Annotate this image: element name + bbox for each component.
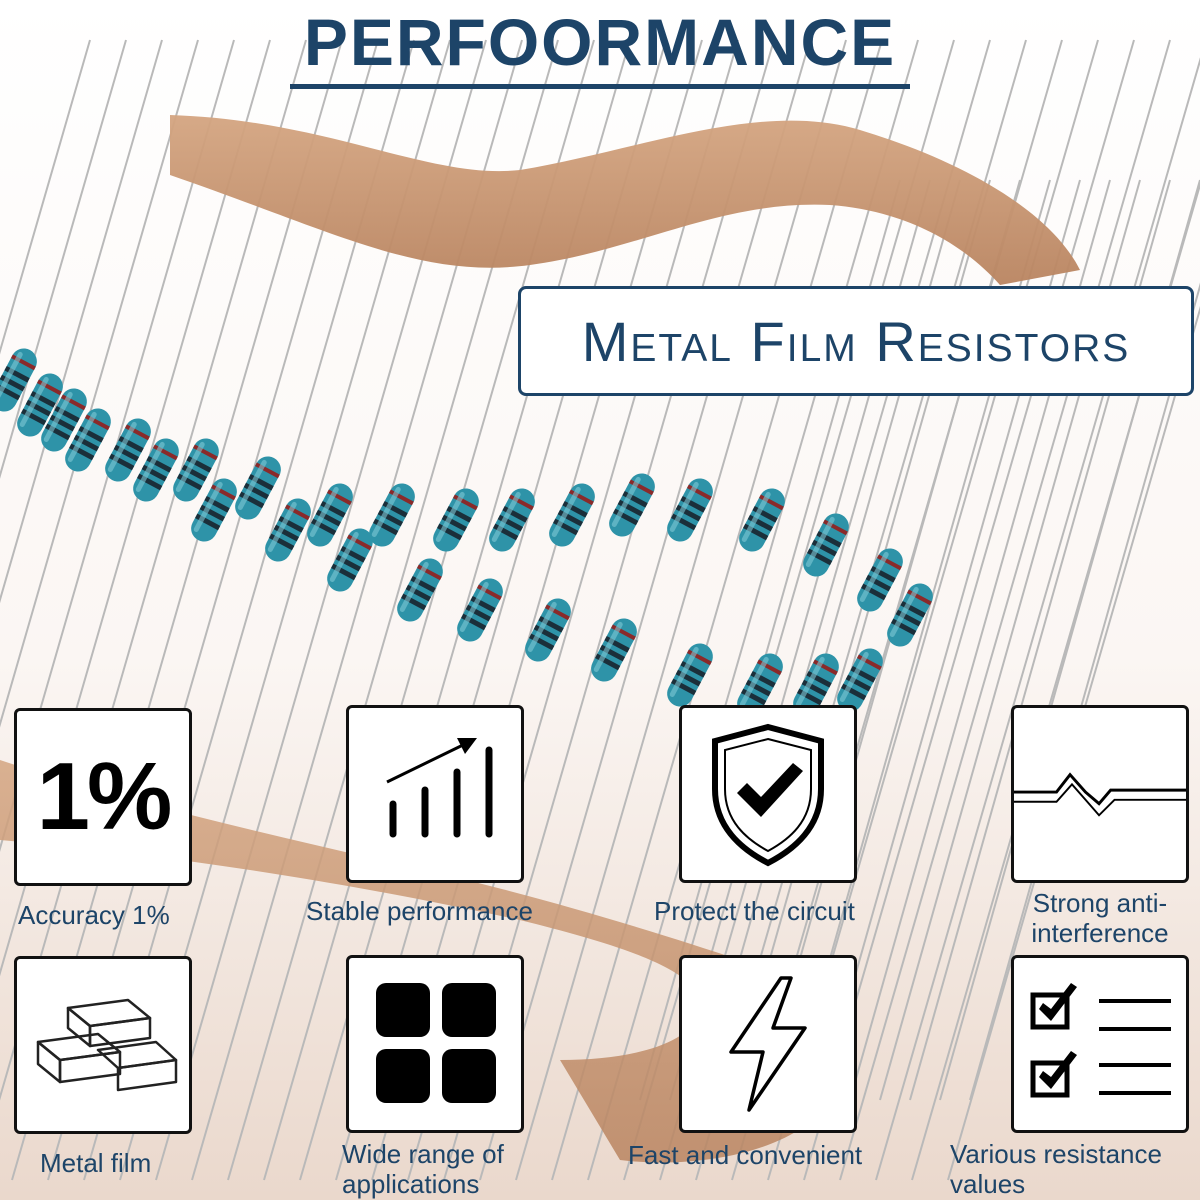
- resistor-body: [667, 643, 713, 707]
- caption-interference: Strong anti- interference: [1012, 888, 1188, 948]
- caption-values-line-1: Various resistance: [950, 1139, 1162, 1169]
- resistor-lead: [0, 39, 91, 355]
- resistor-lead: [839, 39, 1171, 1181]
- resistor-lead: [0, 39, 199, 728]
- resistor-body: [591, 618, 637, 682]
- resistor-lead: [587, 39, 919, 1181]
- caption-protect: Protect the circuit: [654, 896, 855, 926]
- resistor-body: [489, 488, 535, 552]
- resistor-lead: [515, 39, 847, 1181]
- resistor-body: [857, 548, 903, 612]
- feature-tile-applications: [346, 955, 524, 1133]
- resistor-body: [803, 513, 849, 577]
- shield-check-icon: [712, 723, 824, 867]
- resistor-body: [837, 648, 883, 712]
- feature-tile-interference: [1011, 705, 1189, 883]
- resistor-body: [609, 473, 655, 537]
- resistor-body: [737, 653, 783, 717]
- resistor-lead: [0, 39, 127, 479]
- caption-values: Various resistance values: [950, 1139, 1162, 1199]
- caption-metal-film: Metal film: [40, 1148, 152, 1178]
- growth-chart-icon: [386, 738, 493, 838]
- caption-applications: Wide range of applications: [342, 1139, 504, 1199]
- resistor-lead: [0, 39, 235, 852]
- feature-tile-stable: [346, 705, 524, 883]
- resistor-body: [0, 348, 37, 412]
- resistor-body: [17, 373, 63, 437]
- resistor-lead: [947, 305, 1200, 1181]
- resistor-body: [105, 418, 151, 482]
- feature-tile-fast: [679, 955, 857, 1133]
- resistor-lead: [0, 39, 163, 604]
- grid-icon: [376, 983, 496, 1103]
- caption-interference-line-1: Strong anti-: [1032, 888, 1168, 918]
- caption-values-line-2: values: [950, 1169, 1026, 1199]
- resistor-body: [307, 483, 353, 547]
- feature-tile-protect: [679, 705, 857, 883]
- resistor-body: [369, 483, 415, 547]
- page-title: PERFOORMANCE: [303, 5, 897, 79]
- title-underline: [290, 84, 910, 89]
- percent-icon: 1%: [36, 743, 173, 850]
- resistor-lead: [875, 57, 1200, 1181]
- resistor-body: [433, 488, 479, 552]
- metal-bars-icon: [36, 998, 178, 1092]
- resistor-lead: [0, 39, 271, 977]
- resistor-body: [457, 578, 503, 642]
- caption-fast: Fast and convenient: [628, 1140, 863, 1170]
- resistor-lead: [803, 39, 1135, 1181]
- resistor-body: [173, 438, 219, 502]
- resistor-body: [667, 478, 713, 542]
- resistor-body: [133, 438, 179, 502]
- resistor-body: [887, 583, 933, 647]
- checklist-icon: [1030, 983, 1171, 1098]
- caption-applications-line-1: Wide range of: [342, 1139, 504, 1169]
- resistor-body: [235, 456, 281, 520]
- feature-tile-metal-film: [14, 956, 192, 1134]
- resistor-body: [41, 388, 87, 452]
- resistor-lead: [479, 39, 811, 1181]
- resistor-body: [327, 528, 373, 592]
- banner-text: Metal Film Resistors: [581, 309, 1131, 373]
- resistor-lead: [911, 181, 1200, 1181]
- feature-tile-accuracy: 1%: [14, 708, 192, 886]
- caption-applications-line-2: applications: [342, 1169, 480, 1199]
- resistor-body: [397, 558, 443, 622]
- caption-stable: Stable performance: [306, 896, 533, 926]
- caption-accuracy: Accuracy 1%: [18, 900, 170, 930]
- resistor-body: [525, 598, 571, 662]
- product-banner: Metal Film Resistors: [518, 286, 1194, 396]
- resistor-body: [265, 498, 311, 562]
- interference-wave-icon: [1014, 772, 1186, 817]
- resistor-body: [739, 488, 785, 552]
- lightning-icon: [729, 976, 807, 1112]
- resistor-body: [191, 478, 237, 542]
- resistor-lead: [551, 39, 883, 1181]
- resistor-body: [793, 653, 839, 717]
- resistor-body: [549, 483, 595, 547]
- caption-interference-line-2: interference: [1031, 918, 1169, 948]
- resistor-body: [65, 408, 111, 472]
- feature-tile-values: [1011, 955, 1189, 1133]
